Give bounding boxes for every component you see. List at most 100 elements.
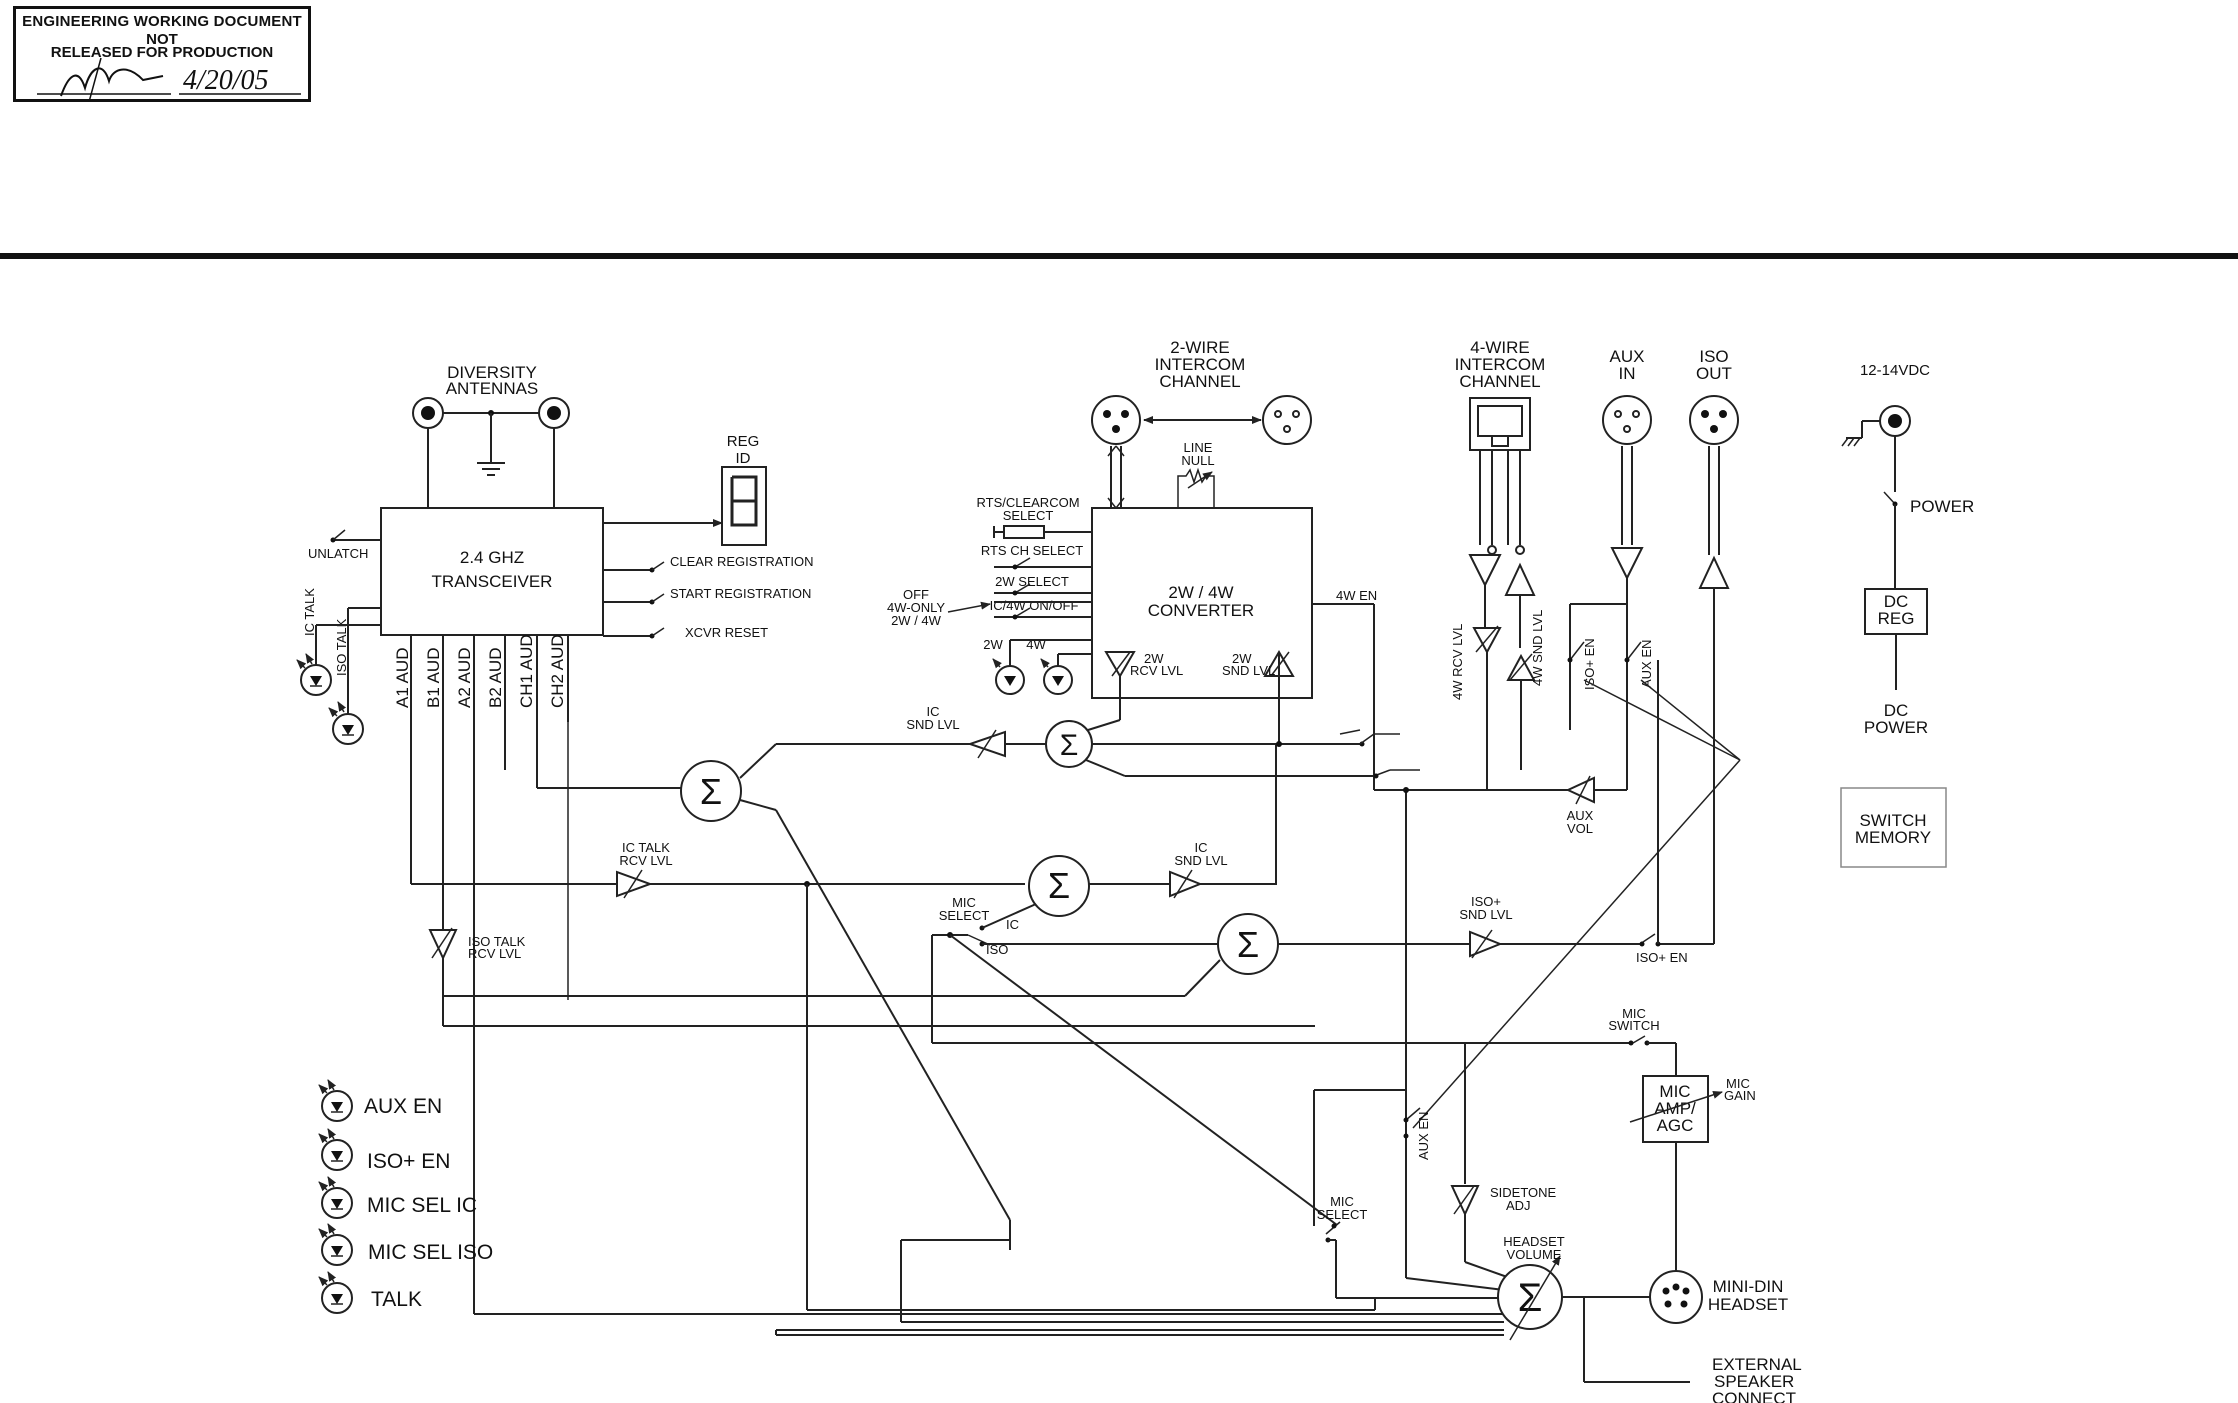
ext-spk-label-2: SPEAKER [1714, 1372, 1794, 1391]
mic-select-label-2: SELECT [939, 908, 990, 923]
mode-off-label: OFF [903, 587, 929, 602]
legend-label: ISO+ EN [367, 1150, 450, 1173]
mode-4w-only-label: 4W-ONLY [887, 600, 945, 615]
a1-aud-label: A1 AUD [393, 648, 412, 708]
mic-gain-label-1: MIC [1726, 1076, 1750, 1091]
legend-label: TALK [371, 1288, 422, 1311]
transceiver-switches: CLEAR REGISTRATION START REGISTRATION XC… [308, 529, 814, 640]
two-w-snd-label-1: 2W [1232, 651, 1252, 666]
aux-en-lower-label: AUX EN [1416, 1112, 1431, 1160]
diversity-antennas: DIVERSITY ANTENNAS [412, 363, 570, 508]
switch-memory-label-1: SWITCH [1859, 811, 1926, 830]
xcvr-reset-label: XCVR RESET [685, 625, 768, 640]
sum-symbol-4: Σ [1237, 924, 1259, 965]
sidetone-label-1: SIDETONE [1490, 1185, 1557, 1200]
ic-talk-label: IC TALK [302, 588, 317, 636]
title-divider [0, 253, 2238, 259]
iso-snd-label-2: SND LVL [1459, 907, 1512, 922]
four-wire-intercom: 4-WIRE INTERCOM CHANNEL 4W RCV LVL 4W SN… [1450, 338, 1545, 790]
b1-aud-label: B1 AUD [424, 648, 443, 708]
led-legend: AUX EN ISO+ EN MIC SEL IC MIC SEL ISO TA… [318, 1079, 493, 1314]
sum-symbol-3: Σ [1048, 865, 1070, 906]
stamp-date: 4/20/05 [183, 65, 269, 96]
stamp-line-2: NOT [146, 31, 178, 48]
two-w-select-label: 2W SELECT [995, 574, 1069, 589]
ic4w-onoff-label: IC/4W ON/OFF [990, 598, 1079, 613]
mic-select2-label-1: MIC [1330, 1194, 1354, 1209]
vdc-label: 12-14VDC [1860, 362, 1930, 379]
ic-talk-rcv-label-1: IC TALK [622, 840, 670, 855]
mic-amp-label-1: MIC [1659, 1082, 1690, 1101]
mic-select-label-1: MIC [952, 895, 976, 910]
four-w-en-label: 4W EN [1336, 588, 1377, 603]
mini-din-label-1: MINI-DIN [1713, 1277, 1784, 1296]
led-2w-label: 2W [983, 637, 1003, 652]
iso-out-label-1: ISO [1699, 347, 1728, 366]
mic-gain-label-2: GAIN [1724, 1088, 1756, 1103]
line-null-label-2: NULL [1181, 453, 1214, 468]
engineering-stamp: ENGINEERING WORKING DOCUMENT NOT RELEASE… [13, 6, 311, 102]
talk-leds: IC TALK ISO TALK [296, 588, 381, 745]
two-wire-label-2: INTERCOM [1155, 355, 1246, 374]
sw-ic-label: IC [1006, 917, 1019, 932]
headset-vol-label-1: HEADSET [1503, 1234, 1564, 1249]
line-null-label-1: LINE [1184, 440, 1213, 455]
power-label: POWER [1910, 497, 1974, 516]
legend-label: MIC SEL IC [367, 1194, 477, 1217]
four-wire-label-2: INTERCOM [1455, 355, 1546, 374]
iso-talk-label: ISO TALK [334, 618, 349, 676]
power-section: 12-14VDC POWER DC REG DC POWER SWITCH ME… [1840, 362, 1974, 868]
start-registration-label: START REGISTRATION [670, 586, 811, 601]
unlatch-label: UNLATCH [308, 546, 368, 561]
mode-2w4w-label: 2W / 4W [891, 613, 942, 628]
aux-iso-connectors: AUX IN ISO OUT ISO+ EN AUX EN [1567, 347, 1739, 945]
legend-label: MIC SEL ISO [368, 1241, 493, 1264]
iso-snd-label-1: ISO+ [1471, 894, 1501, 909]
b2-aud-label: B2 AUD [486, 648, 505, 708]
antennas-label-2: ANTENNAS [446, 379, 539, 398]
legend-item: ISO+ EN [318, 1128, 450, 1173]
mic-select2-label-2: SELECT [1317, 1207, 1368, 1222]
dc-reg-label-1: DC [1884, 592, 1909, 611]
sw-iso-label: ISO [986, 942, 1008, 957]
transceiver-label-1: 2.4 GHZ [460, 548, 524, 567]
legend-item: TALK [318, 1271, 422, 1314]
reg-id-display: REG ID [603, 433, 767, 546]
ext-spk-label-1: EXTERNAL [1712, 1355, 1802, 1374]
reg-id-label-2: ID [736, 450, 751, 467]
iso-en-h-label: ISO+ EN [1636, 950, 1688, 965]
transceiver-box [380, 507, 604, 636]
rts-clearcom-label-1: RTS/CLEARCOM [976, 495, 1079, 510]
mic-switch-label-2: SWITCH [1608, 1018, 1659, 1033]
a2-aud-label: A2 AUD [455, 648, 474, 708]
aux-in-label-1: AUX [1610, 347, 1645, 366]
aux-vol-label-1: AUX [1567, 808, 1594, 823]
rts-clearcom-label-2: SELECT [1003, 508, 1054, 523]
aux-vol-label-2: VOL [1567, 821, 1593, 836]
sidetone-label-2: ADJ [1506, 1198, 1531, 1213]
ic-snd-label-2: SND LVL [906, 717, 959, 732]
headset-vol-label-2: VOLUME [1507, 1247, 1562, 1262]
two-w-rcv-label-1: 2W [1144, 651, 1164, 666]
signal-routing: Σ IC SND LVL Σ AUX VOL [411, 652, 1741, 1310]
legend-label: AUX EN [364, 1095, 442, 1118]
mic-switch-label-1: MIC [1622, 1006, 1646, 1021]
iso-talk-rcv-label-1: ISO TALK [468, 934, 526, 949]
ch2-aud-label: CH2 AUD [548, 634, 567, 708]
iso-talk-rcv-label-2: RCV LVL [468, 946, 521, 961]
switch-memory-label-2: MEMORY [1855, 828, 1931, 847]
four-wire-label-3: CHANNEL [1459, 372, 1540, 391]
dc-reg-label-2: REG [1878, 609, 1915, 628]
two-w-rcv-label-2: RCV LVL [1130, 663, 1183, 678]
legend-item: MIC SEL ISO [318, 1223, 493, 1266]
converter-amps: 2W RCV LVL 2W SND LVL 4W EN [1104, 588, 1377, 790]
iso-en-v-label: ISO+ EN [1582, 638, 1597, 690]
dc-power-label-2: POWER [1864, 718, 1928, 737]
sum-symbol-2: Σ [700, 771, 722, 812]
converter-label-1: 2W / 4W [1168, 583, 1233, 602]
converter-label-2: CONVERTER [1148, 601, 1254, 620]
ch1-aud-label: CH1 AUD [517, 634, 536, 708]
dc-power-label-1: DC [1884, 701, 1909, 720]
mic-headset: MIC SWITCH MIC AMP/ AGC MIC GAIN AUX EN … [473, 722, 1802, 1403]
